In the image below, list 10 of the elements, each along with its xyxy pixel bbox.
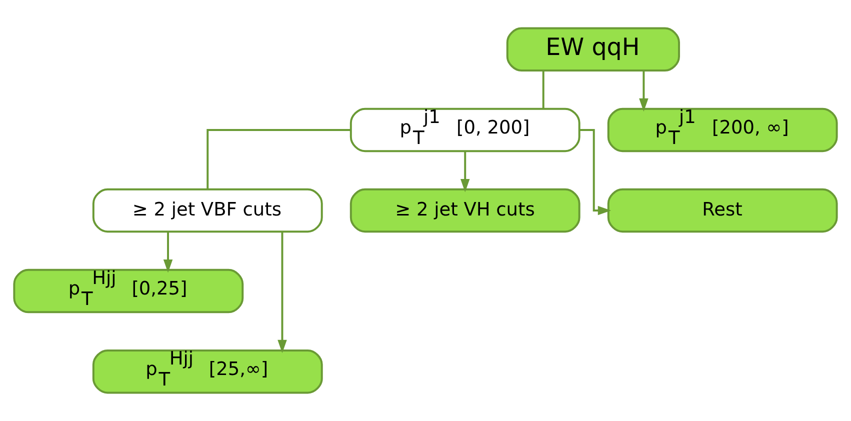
arrow — [163, 232, 173, 273]
node-box: ≥ 2 jet VH cuts — [350, 188, 580, 233]
node-box: Rest — [607, 188, 838, 233]
arrow — [278, 232, 287, 354]
node-box: ≥ 2 jet VBF cuts — [92, 188, 323, 233]
connector — [542, 70, 544, 109]
arrow — [460, 151, 470, 192]
arrow — [639, 70, 648, 112]
node-box: EW qqH — [506, 27, 680, 72]
connector — [206, 128, 351, 190]
